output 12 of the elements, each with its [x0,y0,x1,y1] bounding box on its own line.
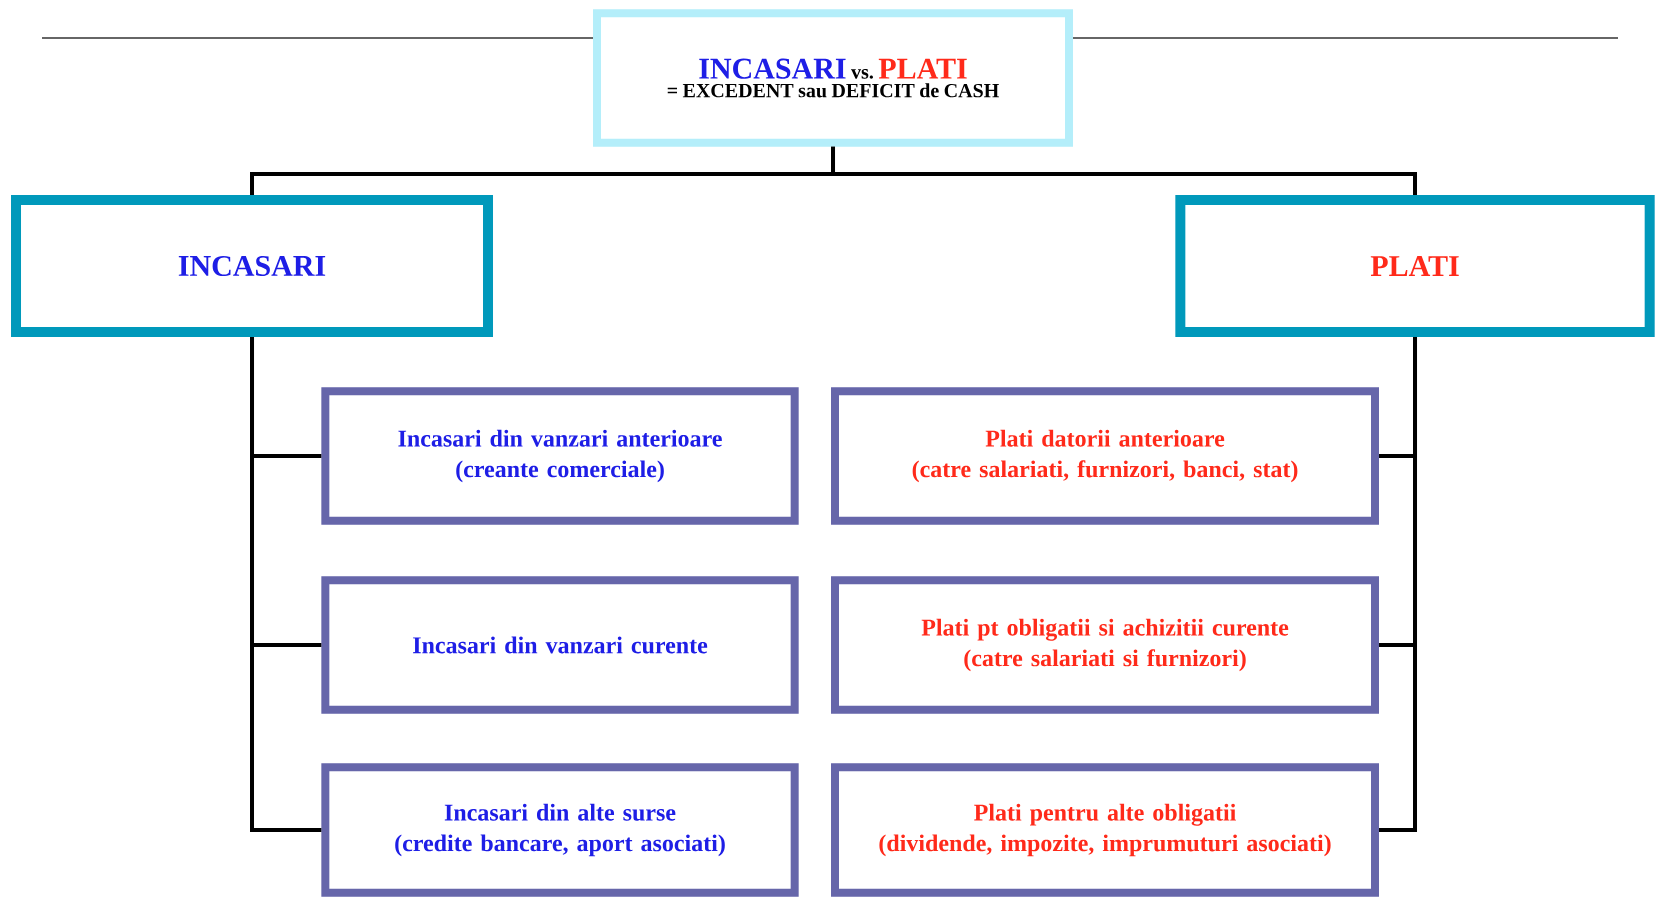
item-box: Incasari din alte surse (credite bancare, aport asociati) [321,763,799,897]
item-box: Incasari din vanzari curente [321,576,799,714]
connector-line [831,146,1417,195]
item-box: Plati pt obligatii si achizitii curente (catre salariati si furnizori) [831,576,1379,714]
category-box: INCASARI [11,195,493,337]
category-box: PLATI [1175,195,1655,337]
item-box: Plati pentru alte obligatii (dividende, impozite, imprumuturi asociati) [831,763,1379,897]
item-box: Incasari din vanzari anterioare (creante comerciale) [321,387,799,525]
connector-line [250,337,322,832]
title-box: INCASARI vs. PLATI = EXCEDENT sau DEFICIT de CASH [593,9,1073,147]
connector-line [1379,337,1417,832]
item-box: Plati datorii anterioare (catre salariati, furnizori, banci, stat) [831,387,1379,525]
